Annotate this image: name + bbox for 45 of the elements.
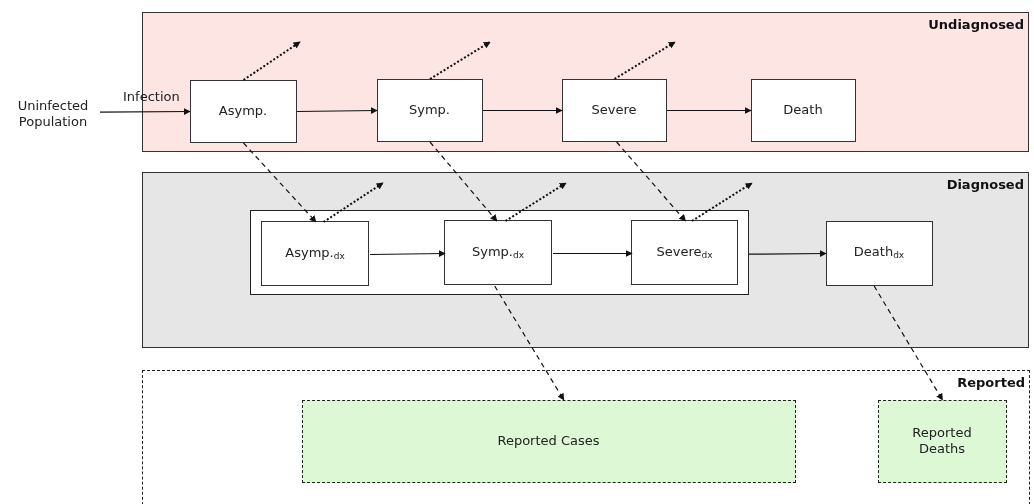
dotted-arrow (504, 182, 567, 222)
dotted-arrow (322, 182, 384, 223)
state-label: Asymp. (217, 102, 269, 120)
state-label: Severe$_{dx}$ (655, 243, 714, 262)
state-box (750, 78, 856, 142)
output-box (877, 399, 1007, 483)
state-box (825, 220, 933, 286)
dotted-arrow (613, 41, 676, 80)
reported-panel (142, 370, 1030, 504)
state-box (444, 220, 552, 285)
arrow (296, 107, 378, 115)
arrow (482, 107, 563, 114)
state-label: Death (782, 101, 824, 119)
state-label: Reported Deaths (911, 424, 973, 458)
arrow (666, 107, 752, 114)
arrow (99, 108, 191, 116)
state-box (261, 221, 369, 286)
state-label: Symp.$_{dx}$ (470, 243, 525, 262)
state-box (561, 78, 667, 142)
state-label: Asymp.$_{dx}$ (284, 244, 346, 263)
dashed-arrow (494, 285, 565, 401)
dashed-arrow (616, 141, 687, 222)
diagnosed-panel (142, 172, 1029, 348)
state-label: Severe (590, 101, 638, 119)
state-label: Reported Cases (496, 432, 601, 450)
group-box (249, 209, 749, 295)
panel-heading: Undiagnosed (928, 17, 1024, 32)
output-box (301, 399, 796, 483)
state-label: Symp. (408, 101, 451, 119)
panel-heading: Reported (957, 375, 1025, 390)
state-box (189, 79, 297, 143)
dotted-arrow (690, 182, 753, 222)
arrow (552, 250, 633, 257)
state-label: Death$_{dx}$ (852, 244, 906, 262)
state-box (631, 220, 738, 285)
dashed-arrow (429, 141, 498, 222)
node-label: Uninfected Population (16, 97, 90, 131)
dotted-arrow (242, 41, 301, 81)
dashed-arrow (873, 285, 944, 401)
panel-heading: Diagnosed (946, 177, 1024, 192)
dotted-arrow (429, 41, 491, 80)
arrow (369, 250, 446, 258)
dashed-arrow (242, 142, 317, 223)
arrow (748, 250, 827, 258)
state-box (376, 78, 483, 142)
